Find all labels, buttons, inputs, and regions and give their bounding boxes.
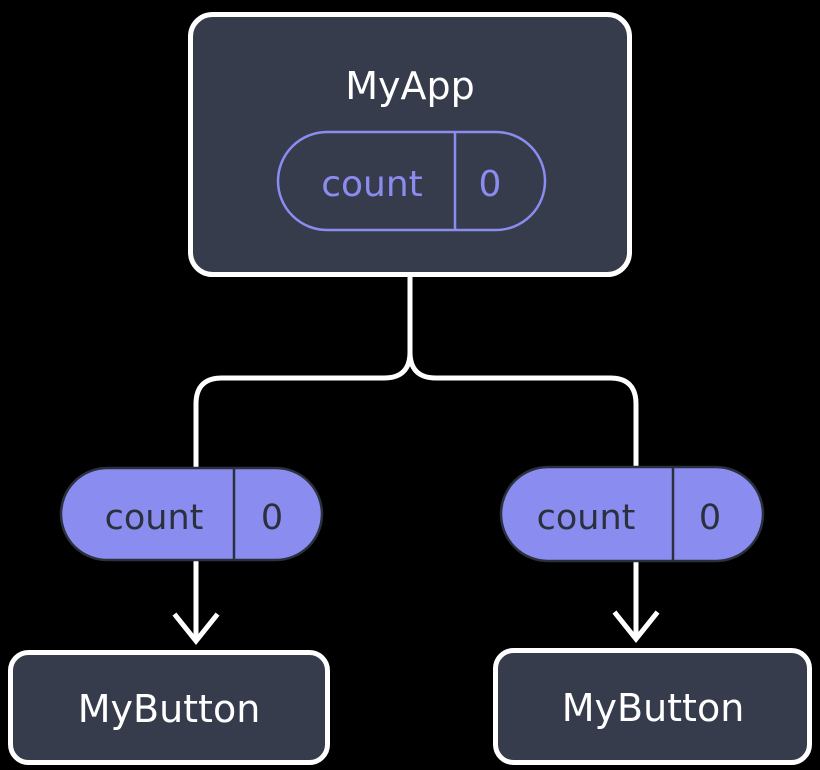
node-mybutton-right-box[interactable] bbox=[493, 648, 812, 765]
node-mybutton-left-label: MyButton bbox=[78, 687, 261, 731]
node-myapp-label: MyApp bbox=[345, 64, 475, 108]
state-pill-right-key: count bbox=[537, 498, 636, 538]
node-mybutton-left[interactable]: MyButton bbox=[8, 650, 330, 765]
state-pill-right-shape[interactable] bbox=[499, 465, 765, 563]
state-pill-right-value: 0 bbox=[699, 498, 721, 538]
node-myapp-box[interactable] bbox=[188, 12, 632, 277]
node-mybutton-right-label: MyButton bbox=[562, 686, 745, 730]
state-pill-left-shape[interactable] bbox=[59, 466, 324, 562]
branch-path-left bbox=[193, 274, 413, 470]
arrow-right-head bbox=[612, 610, 660, 644]
state-pill-myapp-shape[interactable] bbox=[276, 130, 547, 232]
connector-arrow-right bbox=[612, 562, 660, 644]
connector-arrow-left bbox=[172, 561, 220, 646]
node-mybutton-right[interactable]: MyButton bbox=[493, 648, 812, 765]
state-pill-myapp[interactable]: count 0 bbox=[276, 130, 547, 232]
state-pill-right[interactable]: count 0 bbox=[499, 465, 765, 563]
branch-path-right bbox=[407, 274, 639, 469]
node-myapp[interactable]: MyApp count 0 bbox=[188, 12, 632, 277]
state-pill-left-key: count bbox=[105, 498, 204, 538]
connector-branch bbox=[193, 274, 639, 470]
arrow-left-head bbox=[172, 612, 220, 646]
state-pill-left-value: 0 bbox=[261, 498, 283, 538]
node-mybutton-left-box[interactable] bbox=[8, 650, 330, 765]
state-pill-myapp-value: 0 bbox=[479, 164, 502, 205]
state-pill-left[interactable]: count 0 bbox=[59, 466, 324, 562]
state-pill-myapp-key: count bbox=[321, 164, 423, 205]
